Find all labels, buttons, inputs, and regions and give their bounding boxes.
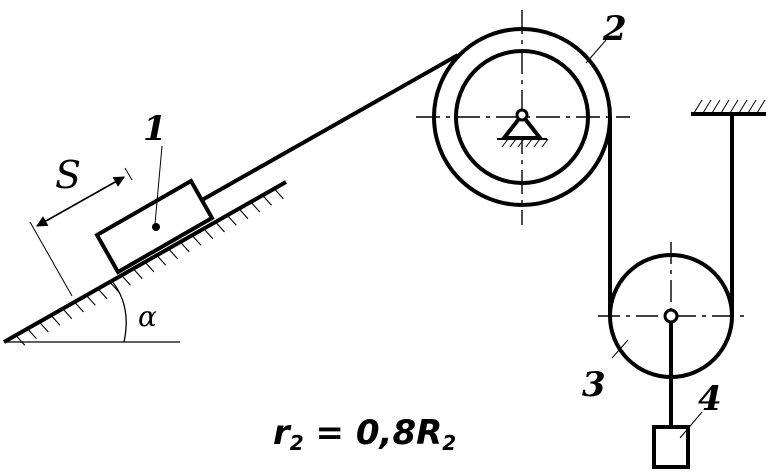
formula-R-sub: 2 [442, 431, 456, 455]
leader-1 [154, 145, 163, 225]
rope-incline [201, 53, 459, 202]
hatch-line [273, 188, 284, 200]
hatch-line [262, 194, 272, 206]
leader-3 [611, 339, 629, 359]
label-body-2: 2 [602, 9, 627, 49]
leader-2 [585, 39, 607, 64]
label-body-1: 1 [143, 109, 167, 149]
displacement-dimension [29, 167, 133, 297]
hatch-line [144, 261, 155, 273]
hatch-line [203, 228, 214, 240]
hatch-line [226, 214, 237, 226]
hatch-line [109, 281, 120, 293]
ceiling-hatching [693, 99, 766, 114]
hatch-line [132, 268, 143, 280]
hatch-line [121, 274, 131, 286]
hatch-line [179, 241, 190, 253]
label-displacement: S [55, 153, 81, 197]
formula-r: r [273, 413, 292, 453]
angle-arc [110, 279, 127, 343]
pulley-3 [598, 242, 745, 379]
formula-eq: = 0,8R [304, 413, 443, 453]
inclined-plane [3, 180, 287, 346]
support-hatching [501, 138, 549, 148]
hatch-line [15, 334, 26, 346]
hatch-line [156, 254, 167, 266]
label-body-3: 3 [582, 365, 606, 405]
hatch-line [97, 288, 108, 300]
angle-label: α [138, 300, 157, 333]
radius-formula: r2 = 0,8R2 [273, 413, 456, 455]
formula-r-sub: 2 [290, 431, 304, 455]
leader-4 [679, 411, 703, 439]
dim-extension-back [29, 221, 73, 297]
pulley-2 [416, 10, 630, 225]
hatch-line [191, 234, 202, 246]
incline-hatching [15, 188, 284, 346]
ceiling-support [691, 99, 766, 116]
hatch-line [168, 248, 178, 260]
load-4 [652, 425, 690, 469]
dim-extension-front [124, 167, 133, 181]
hatch-line [50, 314, 61, 326]
pulley-2-pin [515, 108, 529, 122]
block-1-center [152, 223, 160, 231]
hatch-line [74, 301, 84, 313]
displacement-arrow [36, 176, 125, 227]
block-1 [94, 145, 215, 275]
hatch-line [238, 208, 249, 220]
hatch-line [38, 321, 49, 333]
label-body-4: 4 [698, 379, 722, 419]
hatch-line [62, 308, 73, 320]
hatch-line [85, 294, 96, 306]
hatch-line [215, 221, 225, 233]
pulley-3-pin [663, 308, 679, 324]
hatch-line [27, 328, 37, 340]
hatch-line [250, 201, 261, 213]
